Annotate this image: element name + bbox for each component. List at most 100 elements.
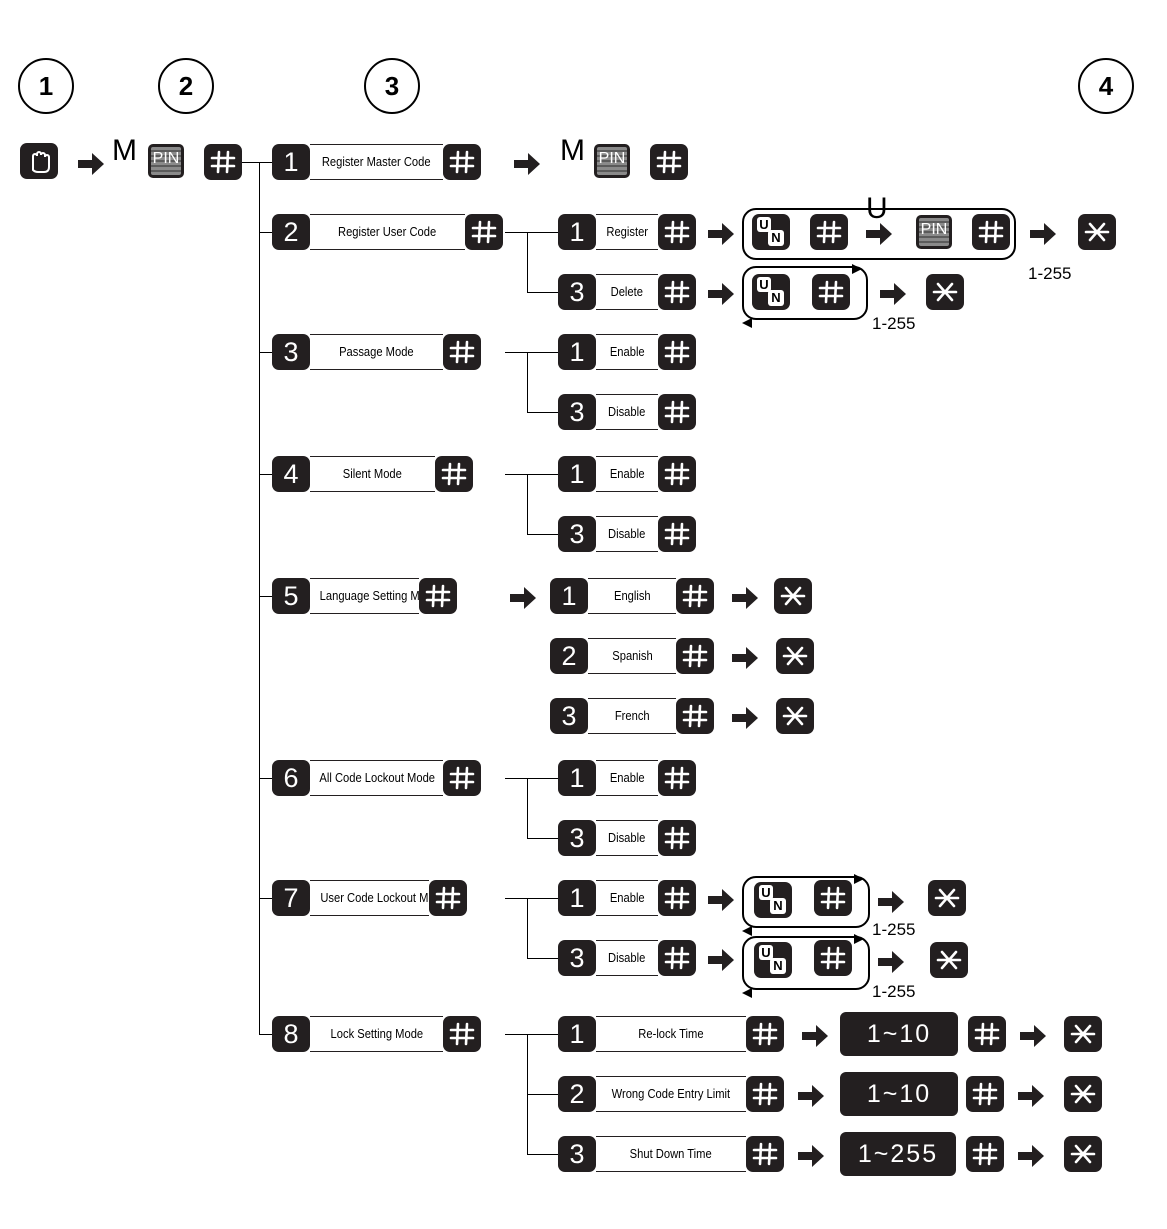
user-lockout-enable-star-key [928, 880, 966, 916]
spanish-label-text: Spanish [611, 648, 653, 663]
hash-symbol-icon [752, 1082, 778, 1106]
wrong-range-hash-key [966, 1076, 1004, 1112]
english-label: English [588, 578, 676, 614]
arrow-right-icon [876, 888, 906, 916]
register-range-label: 1-255 [1028, 264, 1072, 283]
user-lockout-enable-range: 1-255 [872, 920, 916, 939]
passage-enable-label-text: Enable [609, 344, 645, 359]
hash-symbol-icon [449, 1022, 475, 1046]
connector-line [259, 473, 272, 475]
user-lockout-enable-number-key: 1 [558, 880, 596, 916]
user-n-letter: N [768, 230, 784, 246]
step-circle-3: 3 [364, 58, 420, 114]
french-label-text: French [614, 708, 650, 723]
user-lockout-enable-loop-box [742, 876, 870, 928]
user-lockout-enable-hash-key [658, 880, 696, 916]
shutdown-label: Shut Down Time [596, 1136, 746, 1172]
shutdown-hash-key [746, 1136, 784, 1172]
step-circle-1: 1 [18, 58, 74, 114]
arrow-right-icon [76, 150, 106, 178]
wrong-code-number-key: 2 [558, 1076, 596, 1112]
menu-6-label-text: All Code Lockout Mode [319, 770, 436, 785]
pin-text: PIN [598, 150, 626, 167]
delete-hash-key [658, 274, 696, 310]
menu-3-label-text: Passage Mode [339, 344, 414, 359]
loop-arrow-top-icon [854, 931, 864, 944]
star-symbol-icon [932, 282, 958, 302]
arrow-right-icon [730, 584, 760, 612]
user-n-letter: N [768, 290, 784, 306]
passage-enable-label: Enable [596, 334, 658, 370]
star-symbol-icon [1070, 1084, 1096, 1104]
menu-5-label: Language Setting Mode [310, 578, 438, 614]
pin-text: PIN [152, 150, 180, 167]
relock-range-box: 1~10 [840, 1012, 958, 1056]
silent-disable-label: Disable [596, 516, 658, 552]
pin-bars [151, 147, 181, 175]
hash-symbol-icon [210, 150, 236, 174]
user-lockout-disable-number-key: 3 [558, 940, 596, 976]
wrong-code-hash-key [746, 1076, 784, 1112]
arrow-right-icon [800, 1022, 830, 1050]
user-lockout-disable-label-text: Disable [608, 950, 646, 965]
register-user-loop-box [742, 208, 1016, 260]
delete-star-key [926, 274, 964, 310]
silent-enable-label: Enable [596, 456, 658, 492]
menu-7-label: User Code Lockout Mode [310, 880, 447, 916]
user-lockout-enable-label: Enable [596, 880, 658, 916]
relock-star-key [1064, 1016, 1102, 1052]
loop-arrow-bottom-icon [742, 985, 752, 998]
user-u-letter: U [757, 217, 771, 232]
wrong-range-box: 1~10 [840, 1072, 958, 1116]
hash-symbol-icon [972, 1142, 998, 1166]
connector-line [259, 1033, 272, 1035]
hash-symbol-icon [664, 220, 690, 244]
user-lockout-disable-loop-box [742, 936, 870, 990]
french-number-key: 3 [550, 698, 588, 734]
english-number-key: 1 [550, 578, 588, 614]
hash-symbol-icon [664, 400, 690, 424]
connector-line [526, 352, 528, 412]
hash-symbol-icon [752, 1022, 778, 1046]
star-symbol-icon [780, 586, 806, 606]
user-u-letter: U [759, 945, 773, 960]
user-lockout-disable-label: Disable [596, 940, 658, 976]
shutdown-range-hash-key [966, 1136, 1004, 1172]
register-pin-hash-key [972, 214, 1010, 250]
hash-symbol-icon [664, 462, 690, 486]
menu-7-hash-key [429, 880, 467, 916]
lockout-enable-number-key: 1 [558, 760, 596, 796]
main-trunk-line [258, 162, 260, 1034]
silent-enable-number-key: 1 [558, 456, 596, 492]
connector-line [526, 778, 528, 838]
user-n-letter: N [770, 958, 786, 974]
menu-8-number-key: 8 [272, 1016, 310, 1052]
loop-arrow-top-icon [852, 261, 862, 274]
star-symbol-icon [934, 888, 960, 908]
delete-number-key: 3 [558, 274, 596, 310]
english-hash-key [676, 578, 714, 614]
menu-5-label-text: Language Setting Mode [319, 588, 439, 603]
connector-line [259, 897, 272, 899]
shutdown-range-box: 1~255 [840, 1132, 956, 1176]
hash-symbol-icon [820, 886, 846, 910]
connector-line [259, 161, 272, 163]
spanish-star-key [776, 638, 814, 674]
delete-user-loop-box [742, 266, 868, 320]
english-star-key [774, 578, 812, 614]
connector-line [259, 351, 272, 353]
menu-1-hash-key [443, 144, 481, 180]
user-n-letter: N [770, 898, 786, 914]
arrow-right-icon [730, 644, 760, 672]
connector-line [526, 474, 528, 534]
wrong-star-key [1064, 1076, 1102, 1112]
lockout-enable-hash-key [658, 760, 696, 796]
silent-disable-hash-key [658, 516, 696, 552]
connector-line [527, 231, 558, 233]
delete-range-label: 1-255 [872, 314, 916, 333]
hash-symbol-icon [752, 1142, 778, 1166]
wrong-code-label-text: Wrong Code Entry Limit [611, 1086, 731, 1101]
